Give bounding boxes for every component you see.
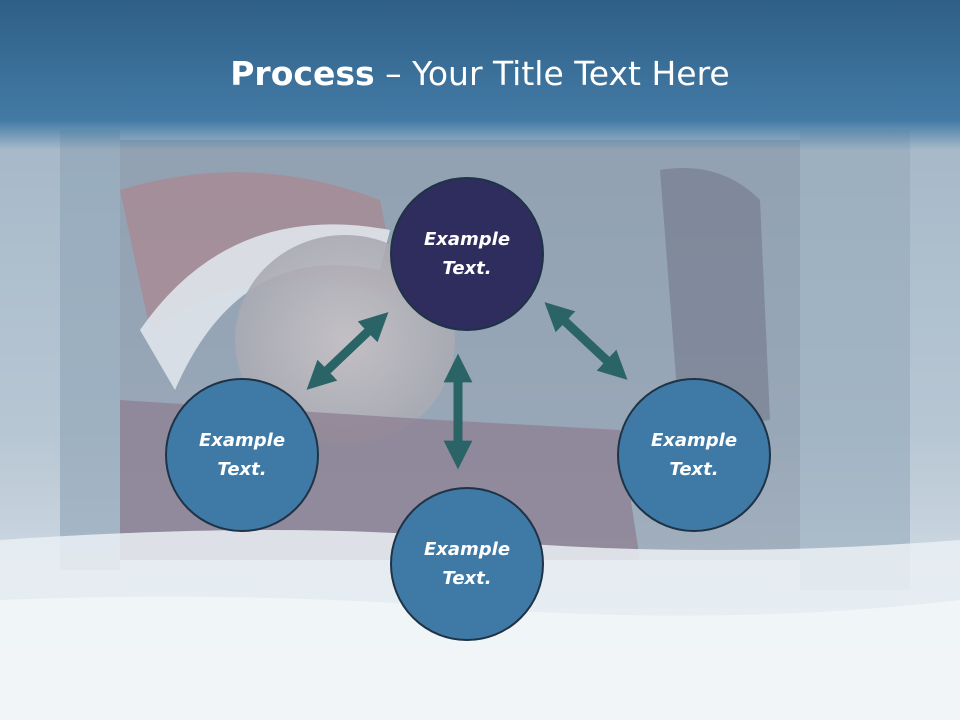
process-node-top: Example Text. (390, 177, 544, 331)
process-node-left-label: Example Text. (198, 430, 286, 480)
arrow-top-left (306, 312, 389, 390)
process-node-left: Example Text. (165, 378, 319, 532)
arrow-top-right (544, 302, 628, 380)
slide-title-dash: – (374, 54, 413, 93)
slide-title: Process – Your Title Text Here (0, 52, 960, 96)
process-node-bottom: Example Text. (390, 487, 544, 641)
title-banner (0, 0, 960, 150)
process-node-right: Example Text. (617, 378, 771, 532)
process-node-top-label: Example Text. (423, 229, 511, 279)
slide-title-bold: Process (230, 54, 375, 93)
process-node-right-label: Example Text. (650, 430, 738, 480)
process-node-bottom-label: Example Text. (423, 539, 511, 589)
slide-title-rest: Your Title Text Here (412, 54, 730, 93)
